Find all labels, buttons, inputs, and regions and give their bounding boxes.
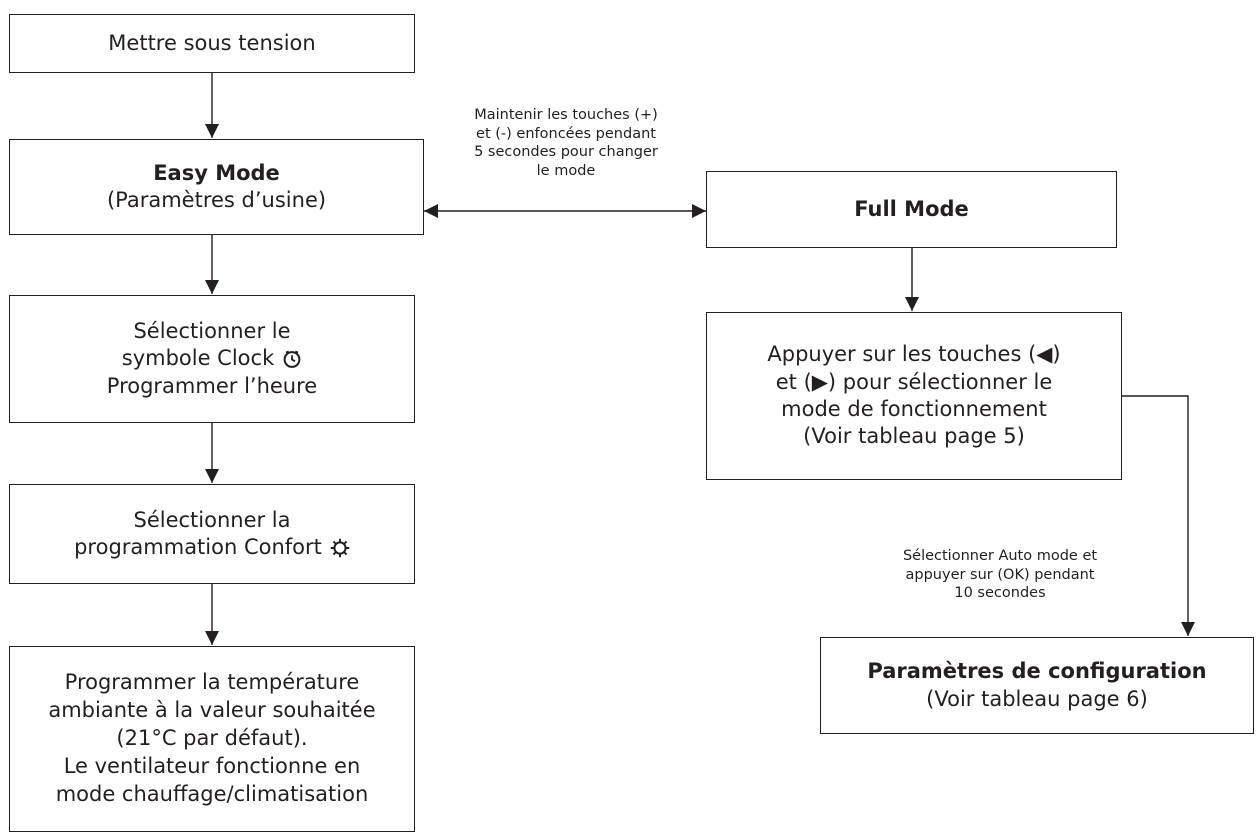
temperature-line-5: mode chauffage/climatisation bbox=[55, 781, 369, 806]
full-mode-title: Full Mode bbox=[854, 196, 969, 221]
full-mode-box: Full Mode bbox=[706, 171, 1117, 248]
config-subtitle: (Voir tableau page 6) bbox=[926, 686, 1148, 711]
temperature-line-1: Programmer la température bbox=[64, 670, 360, 695]
switch-mode-note-line-2: et (-) enfoncées pendant bbox=[476, 125, 656, 142]
switch-mode-note-line-4: le mode bbox=[536, 162, 596, 179]
temperature-line-2: ambiante à la valeur souhaitée bbox=[48, 698, 376, 723]
temperature-line-4: Le ventilateur fonctionne en bbox=[63, 753, 361, 778]
switch-mode-note-line-1: Maintenir les touches (+) bbox=[474, 107, 658, 123]
arrow-select-to-config bbox=[1122, 395, 1195, 636]
select-mode-line-1: Appuyer sur les touches (◀) bbox=[767, 342, 1061, 367]
clock-line-3: Programmer l’heure bbox=[106, 373, 318, 398]
auto-mode-note-line-2: appuyer sur (OK) pendant bbox=[905, 566, 1095, 583]
auto-mode-note-line-1: Sélectionner Auto mode et bbox=[902, 548, 1098, 564]
auto-mode-note: Sélectionner Auto mode et appuyer sur (O… bbox=[872, 547, 1128, 603]
easy-mode-title: Easy Mode bbox=[153, 160, 280, 185]
select-mode-line-4: (Voir tableau page 5) bbox=[803, 424, 1025, 449]
temperature-box: Programmer la température ambiante à la … bbox=[9, 646, 415, 832]
clock-icon bbox=[283, 350, 301, 369]
select-mode-box: Appuyer sur les touches (◀) et (▶) pour … bbox=[706, 312, 1122, 480]
config-title: Paramètres de configuration bbox=[867, 659, 1207, 684]
easy-mode-subtitle: (Paramètres d’usine) bbox=[106, 188, 327, 212]
easy-mode-box: Easy Mode (Paramètres d’usine) bbox=[9, 139, 424, 235]
power-on-label: Mettre sous tension bbox=[108, 30, 316, 55]
confort-line-1: Sélectionner la bbox=[133, 507, 291, 532]
confort-box: Sélectionner la programmation Confort bbox=[9, 484, 415, 584]
clock-line-2: symbole Clock bbox=[122, 345, 303, 372]
clock-box: Sélectionner le symbole Clock Programmer… bbox=[9, 295, 415, 423]
switch-mode-note: Maintenir les touches (+) et (-) enfoncé… bbox=[432, 106, 700, 180]
select-mode-line-3: mode de fonctionnement bbox=[781, 397, 1047, 421]
config-box: Paramètres de configuration (Voir tablea… bbox=[820, 637, 1254, 734]
power-on-box: Mettre sous tension bbox=[9, 14, 415, 73]
confort-line-2: programmation Confort bbox=[74, 534, 350, 561]
clock-line-1: Sélectionner le bbox=[133, 319, 291, 344]
switch-mode-note-line-3: 5 secondes pour changer bbox=[474, 144, 658, 161]
select-mode-line-2: et (▶) pour sélectionner le bbox=[775, 369, 1053, 394]
sun-icon bbox=[330, 538, 350, 558]
temperature-line-3: (21°C par défaut). bbox=[116, 726, 308, 751]
auto-mode-note-line-3: 10 secondes bbox=[954, 585, 1046, 602]
